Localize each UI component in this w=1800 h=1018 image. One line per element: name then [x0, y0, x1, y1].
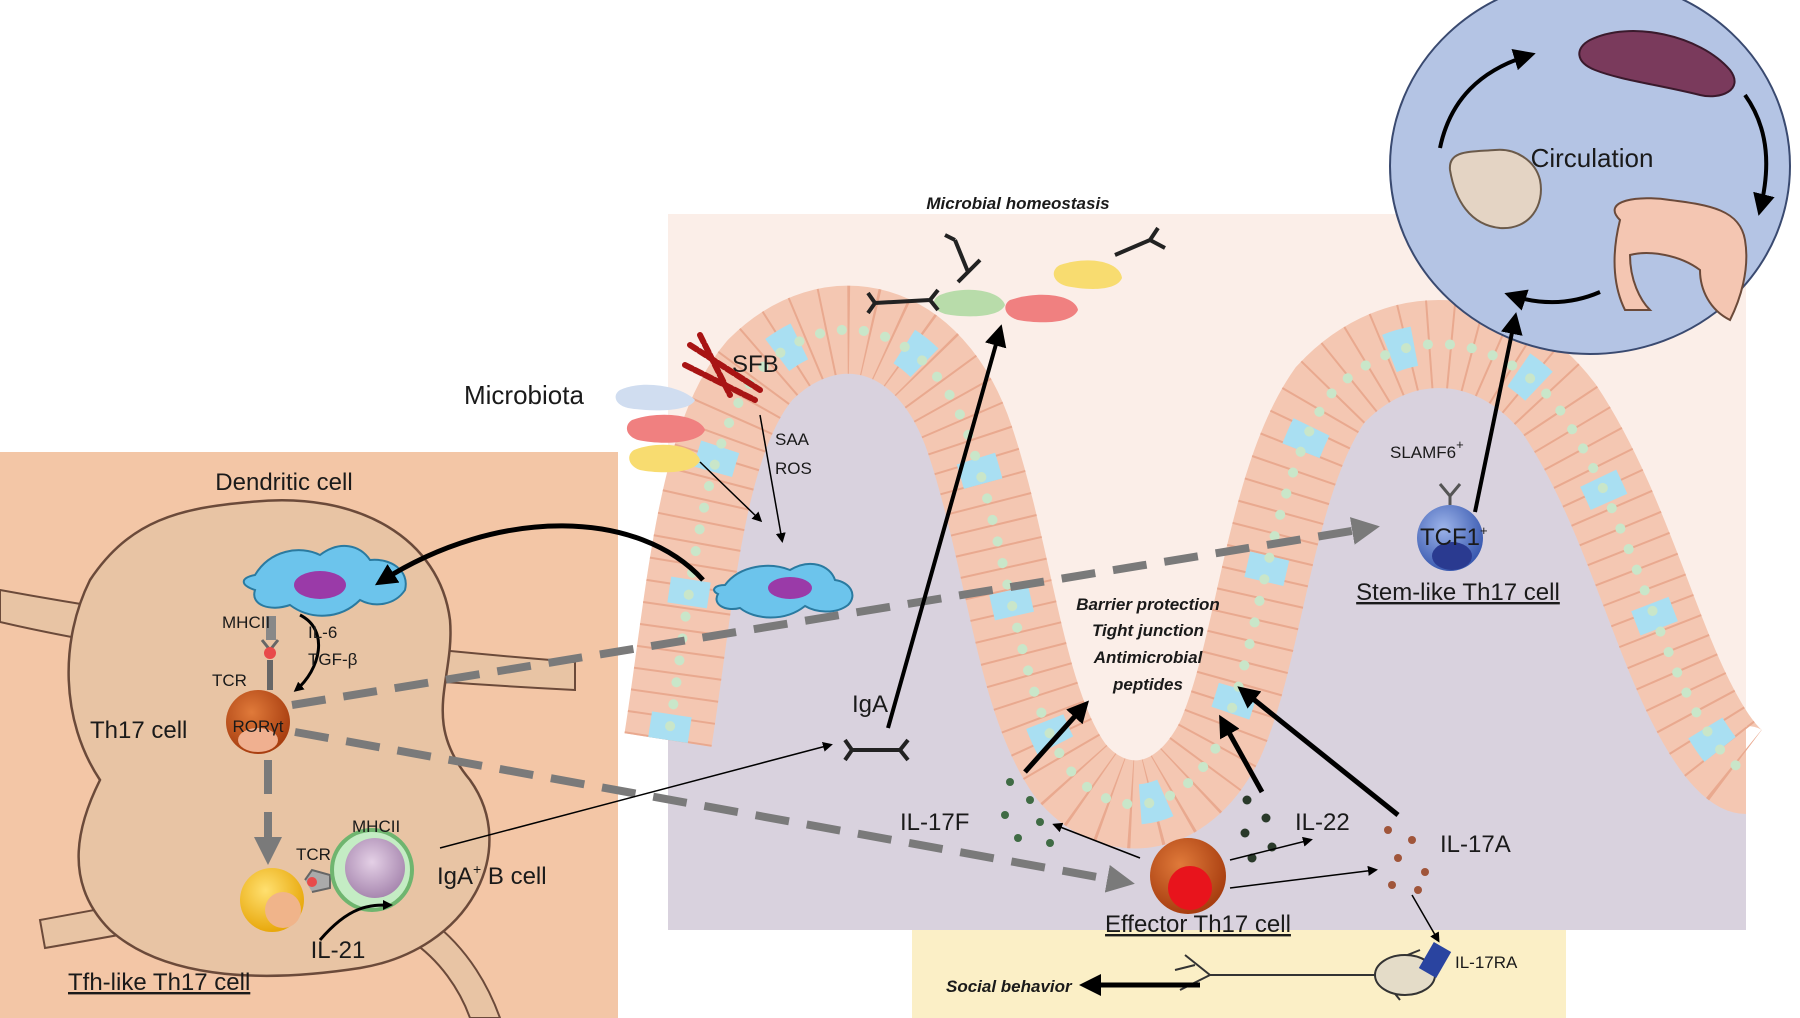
- effector-label: Effector Th17 cell: [1105, 911, 1291, 938]
- bacteria-icon: [629, 444, 700, 473]
- mhcii-b-label: MHCII: [352, 817, 400, 836]
- b-cell-icon: [330, 828, 414, 912]
- tcr-bottom-label: TCR: [296, 845, 331, 864]
- sfb-label: SFB: [732, 351, 779, 378]
- dendritic-cell-icon: [713, 562, 854, 619]
- ros-label: ROS: [775, 459, 812, 478]
- tgfb-label: TGF-β: [308, 650, 358, 669]
- dendritic-cell-icon: [242, 545, 407, 617]
- microbiota-label: Microbiota: [464, 380, 584, 410]
- saa-label: SAA: [775, 430, 810, 449]
- th17-cell-icon: [226, 690, 290, 754]
- bacteria-icon: [933, 289, 1005, 317]
- il17f-label: IL-17F: [900, 809, 969, 836]
- sfb-filament-icon: [682, 332, 763, 403]
- homeostasis-bacteria: [933, 260, 1122, 323]
- il17a-dots: [1384, 826, 1429, 894]
- il22-label: IL-22: [1295, 809, 1350, 836]
- social-behavior-label: Social behavior: [946, 977, 1073, 996]
- spleen-icon: [1578, 30, 1736, 98]
- bacteria-icon: [1053, 260, 1122, 289]
- il6-label: IL-6: [308, 623, 337, 642]
- neuron-panel: [912, 930, 1566, 1018]
- tfh-cell-icon: [240, 868, 304, 932]
- gray-dashed-arrows: [254, 517, 1380, 893]
- antibody-icon: [843, 226, 1166, 762]
- bladder-icon: [1448, 148, 1542, 230]
- bacteria-icon: [615, 384, 695, 411]
- iga-label: IgA: [852, 691, 888, 718]
- microbial-homeostasis-label: Microbial homeostasis: [926, 194, 1109, 213]
- tcf1-label: TCF1+: [1420, 523, 1488, 551]
- il17f-dots: [1001, 778, 1054, 847]
- tight-junction-label: Tight junction: [1092, 621, 1204, 640]
- il17a-label: IL-17A: [1440, 831, 1511, 858]
- barrier-protection-label: Barrier protection: [1076, 595, 1220, 614]
- th17-cell-label: Th17 cell: [90, 717, 187, 744]
- bacteria-icon: [626, 414, 705, 443]
- slamf6-label: SLAMF6+: [1390, 437, 1464, 462]
- colon-icon: [1613, 197, 1748, 322]
- rorgt-label: RORγt: [233, 717, 284, 736]
- stem-cell-icon: [1417, 505, 1483, 571]
- il17ra-label: IL-17RA: [1455, 953, 1518, 972]
- mhcii-dc-label: MHCII: [222, 613, 270, 632]
- microbiota-group: [615, 332, 763, 473]
- antimicrobial-label: Antimicrobial: [1093, 648, 1204, 667]
- circulation-panel: [1389, 0, 1791, 355]
- black-arrows: [374, 312, 1523, 943]
- stem-like-label: Stem-like Th17 cell: [1356, 579, 1560, 606]
- il21-label: IL-21: [311, 937, 366, 964]
- effector-cell-icon: [1150, 838, 1226, 914]
- peptides-label: peptides: [1112, 675, 1183, 694]
- circulation-label: Circulation: [1531, 143, 1654, 173]
- iga-b-cell-label: IgA+ B cell: [437, 861, 547, 890]
- bacteria-icon: [1005, 294, 1078, 323]
- tfh-like-label: Tfh-like Th17 cell: [68, 969, 250, 996]
- receptor-icon: [1418, 942, 1452, 978]
- dendritic-cell-label: Dendritic cell: [215, 469, 352, 496]
- tcr-top-label: TCR: [212, 671, 247, 690]
